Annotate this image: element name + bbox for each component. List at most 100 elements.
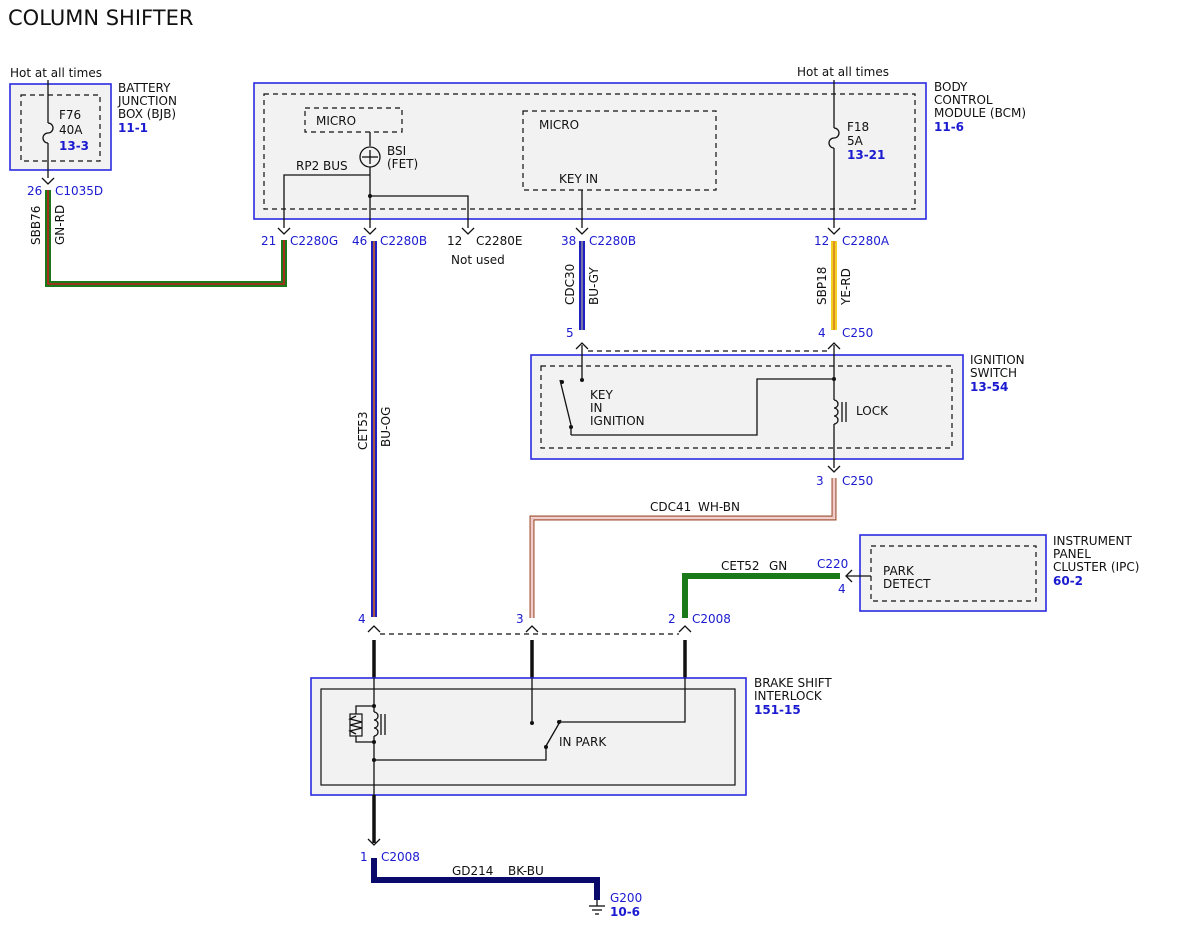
c250-pin3: 3 [816,474,824,488]
rp2-bus-label: RP2 BUS [296,159,348,173]
bjb-outline [9,83,112,171]
bcm-micro-1 [304,107,403,133]
c2280b-pin46: 46 [352,234,367,248]
wire-sbb76: SBB76 GN-RD [29,190,287,287]
diagram-title: COLUMN SHIFTER [8,6,193,30]
bsi-module-ref: 151-15 [754,703,801,717]
c2008-connector-bottom: C2008 [381,850,420,864]
ipc-ref: 60-2 [1053,574,1083,588]
lock-coil-icon [833,399,839,425]
fuse-f76-name: F76 [59,108,81,122]
c2008-connector: C2008 [692,612,731,626]
key-label-3: IGNITION [590,414,645,428]
bcm-name-1: BODY [934,80,968,94]
park-detect-2: DETECT [883,577,931,591]
bsi-module-name-2: INTERLOCK [754,689,823,703]
park-detect-1: PARK [883,564,915,578]
c2008-pin1-icon [367,838,381,846]
c2280b-pin38-icon [575,227,589,235]
bcm-ref: 11-6 [934,120,964,134]
c1035d-pin-icon [41,177,55,185]
c2280a-connector: C2280A [842,234,890,248]
c2008-pin2-icon [678,625,692,633]
bjb-name-2: JUNCTION [117,94,177,108]
fuse-f18-rating: 5A [847,134,864,148]
cet52-color: GN [769,559,787,573]
ignition-switch: 5 4 C250 IGNITION SWITCH 13-54 KEY IN IG… [530,326,1025,488]
bcm-inner [263,93,916,210]
cet53-color: BU-OG [379,407,393,447]
cdc30-color: BU-GY [587,267,601,305]
c2280e-connector: C2280E [476,234,523,248]
c2280g-pin: 21 [261,234,276,248]
key-label-2: IN [590,401,603,415]
bcm-outline [253,82,927,220]
sbp18-color: YE-RD [839,268,853,306]
c250-pin4-icon [827,342,841,350]
ipc-inner [870,545,1037,602]
cet52-circuit: CET52 [721,559,760,573]
bjb-name-3: BOX (BJB) [118,107,176,121]
ignition-name-2: SWITCH [970,366,1017,380]
key-switch-contact-icon [559,379,572,426]
ground-circuit: 1 C2008 GD214 BK-BU G200 10-6 [360,795,642,919]
c220-connector: C220 [817,557,848,571]
ground-ref: 10-6 [610,905,640,919]
ipc-name-3: CLUSTER (IPC) [1053,560,1139,574]
fuse-f76-rating: 40A [59,123,83,137]
c2280g-connector: C2280G [290,234,338,248]
wire-cdc30: CDC30 BU-GY [563,241,601,330]
fet-label: (FET) [387,157,418,171]
c2008-pin3-icon [525,625,539,633]
gd214-circuit: GD214 [452,864,493,878]
ipc-outline [859,534,1047,612]
ground-name: G200 [610,891,642,905]
c250-pin5: 5 [566,326,574,340]
c2280a-pin-icon [827,227,841,235]
brake-shift-interlock: BRAKE SHIFT INTERLOCK 151-15 IN PARK [310,676,832,800]
bcm-hot-label: Hot at all times [797,65,889,79]
cdc30-circuit: CDC30 [563,264,577,305]
sbp18-circuit: SBP18 [815,267,829,305]
sbb76-circuit: SBB76 [29,206,43,245]
bjb-inner [20,94,101,162]
bsi-label: BSI [387,144,406,158]
c2280g-pin-icon [277,227,291,235]
c2008-pin4-icon [367,625,381,633]
cdc41-circuit: CDC41 [650,500,691,514]
c250-pin3-icon [827,465,841,473]
connector-c2008: 4 3 2 C2008 [358,612,731,678]
bcm-key-in-label: KEY IN [559,172,598,186]
fuse-f18-name: F18 [847,120,869,134]
fuse-f18-icon [828,127,840,149]
c2280a-pin: 12 [814,234,829,248]
lock-label: LOCK [856,404,889,418]
wire-gd214 [371,858,600,900]
c2008-pin1: 1 [360,850,368,864]
sbb76-color: GN-RD [53,205,67,245]
wire-cet53: CET53 BU-OG [356,241,393,617]
ignition-inner [540,365,953,449]
c250-pin5-icon [575,342,589,350]
bjb-hot-label: Hot at all times [10,66,102,80]
ipc-name-1: INSTRUMENT [1053,534,1132,548]
in-park-label: IN PARK [559,735,607,749]
cdc41-color: WH-BN [698,500,740,514]
c2008-pin2: 2 [668,612,676,626]
wire-cet52: CET52 GN [682,559,840,618]
c2280b-connector-38: C2280B [589,234,636,248]
ignition-ref: 13-54 [970,380,1008,394]
ignition-name-1: IGNITION [970,353,1025,367]
instrument-panel-cluster: INSTRUMENT PANEL CLUSTER (IPC) 60-2 PARK… [817,534,1139,612]
c2008-pin3: 3 [516,612,524,626]
c2008-pin4: 4 [358,612,366,626]
key-label-1: KEY [590,388,613,402]
c2280e-pin-icon [461,227,475,235]
bjb-ref: 11-1 [118,121,148,135]
c250-pin4: 4 [818,326,826,340]
bcm-micro-2-label: MICRO [539,118,579,132]
c2280b-pin38: 38 [561,234,576,248]
c250-connector-bottom: C250 [842,474,873,488]
bcm-micro-1-label: MICRO [316,114,356,128]
